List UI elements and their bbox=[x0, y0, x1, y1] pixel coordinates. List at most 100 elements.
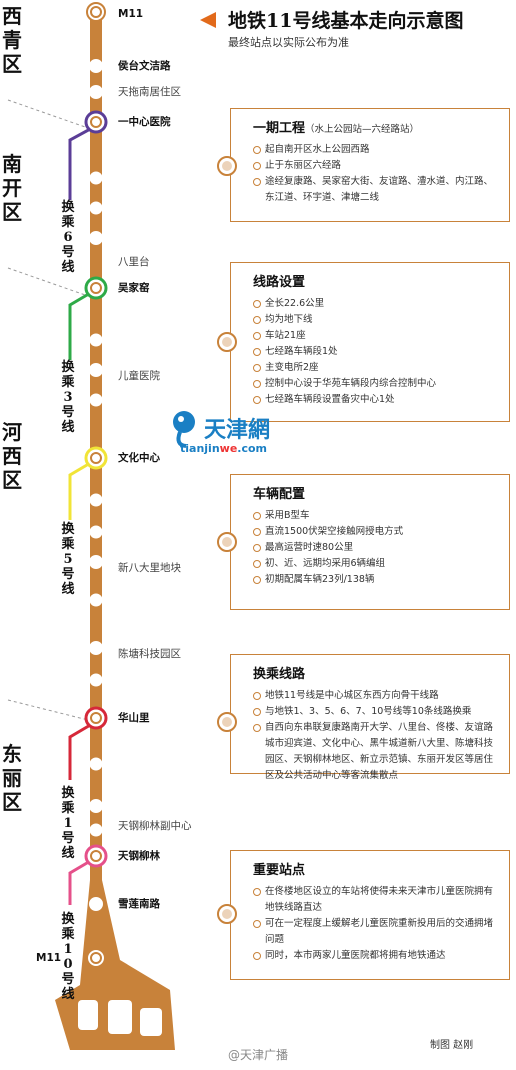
station-label: 华山里 bbox=[118, 712, 150, 724]
station-marker bbox=[89, 171, 103, 185]
station-label: 雪莲南路 bbox=[118, 898, 160, 910]
station-marker bbox=[89, 393, 103, 407]
depot-window bbox=[108, 1000, 132, 1034]
district-separator bbox=[7, 699, 89, 721]
transfer-label-line-1: 换乘1号线 bbox=[61, 786, 75, 861]
transfer-line-5 bbox=[68, 460, 93, 520]
station-label: 天钢柳林 bbox=[118, 850, 160, 862]
info-box-title: 车辆配置 bbox=[253, 487, 306, 502]
info-box-key-stations: 重要站点 在佟楼地区设立的车站将使得未来天津市儿童医院拥有地铁线路直达可在一定程… bbox=[230, 850, 510, 980]
info-box-item: 途经复康路、吴家窑大街、友谊路、澧水道、内江路、东江道、环宇道、津塘二线 bbox=[253, 174, 501, 206]
info-box-item: 可在一定程度上缓解老儿童医院重新投用后的交通拥堵问题 bbox=[253, 916, 501, 948]
info-box-title: 重要站点 bbox=[253, 863, 306, 878]
info-box-item: 自西向东串联复康路南开大学、八里台、佟楼、友谊路城市迎宾道、文化中心、黑牛城道新… bbox=[253, 720, 501, 784]
logo-text: 天津網 bbox=[204, 417, 271, 443]
transfer-line-6 bbox=[68, 126, 93, 200]
station-marker-inner bbox=[90, 282, 102, 294]
info-box-title: 换乘线路 bbox=[253, 667, 306, 682]
station-marker-inner bbox=[90, 452, 102, 464]
seahorse-logo-icon bbox=[173, 411, 195, 448]
info-box-title: 线路设置 bbox=[253, 275, 306, 290]
info-box-item: 与地铁1、3、5、6、7、10号线等10条线路换乘 bbox=[253, 704, 501, 720]
station-label: 陈塘科技园区 bbox=[118, 648, 181, 660]
transfer-label-line-6: 换乘6号线 bbox=[61, 200, 75, 275]
info-box-marker bbox=[217, 712, 237, 732]
info-box-list: 采用B型车直流1500伏架空接触网授电方式最高运营时速80公里初、近、远期均采用… bbox=[253, 508, 501, 588]
station-marker-inner bbox=[90, 952, 102, 964]
info-box-item: 初、近、远期均采用6辆编组 bbox=[253, 556, 501, 572]
transfer-line-3 bbox=[68, 290, 93, 360]
info-box-item: 同时，本市两家儿童医院都将拥有地铁通达 bbox=[253, 948, 501, 964]
info-box-item: 起自南开区水上公园西路 bbox=[253, 142, 501, 158]
watermark-text: @天津广播 bbox=[228, 1048, 289, 1062]
info-box-item: 止于东丽区六经路 bbox=[253, 158, 501, 174]
station-marker bbox=[89, 673, 103, 687]
station-label: M11 bbox=[118, 8, 144, 20]
district-label-nankai: 南开区 bbox=[2, 152, 22, 224]
station-marker bbox=[89, 555, 103, 569]
station-marker bbox=[89, 897, 103, 911]
district-separator bbox=[7, 99, 89, 129]
station-marker bbox=[89, 333, 103, 347]
info-box-item: 主变电所2座 bbox=[253, 360, 501, 376]
info-box-title: 一期工程（水上公园站—六经路站） bbox=[253, 121, 420, 136]
district-label-xiqing: 西青区 bbox=[2, 4, 22, 76]
station-marker bbox=[89, 641, 103, 655]
district-label-dongli: 东丽区 bbox=[2, 742, 22, 814]
station-label: M11 bbox=[36, 952, 62, 964]
diagram-title: 地铁11号线基本走向示意图 bbox=[228, 10, 464, 32]
info-box-item: 最高运营时速80公里 bbox=[253, 540, 501, 556]
station-marker bbox=[89, 799, 103, 813]
station-marker bbox=[89, 59, 103, 73]
station-marker bbox=[89, 823, 103, 837]
station-label: 文化中心 bbox=[118, 452, 160, 464]
district-label-hexi: 河西区 bbox=[2, 420, 22, 492]
info-box-transfer-lines: 换乘线路 地铁11号线是中心城区东西方向骨干线路与地铁1、3、5、6、7、10号… bbox=[230, 654, 510, 781]
station-marker bbox=[89, 85, 103, 99]
station-marker bbox=[89, 231, 103, 245]
info-box-item: 控制中心设于华苑车辆段内综合控制中心 bbox=[253, 376, 501, 392]
station-label: 一中心医院 bbox=[118, 116, 171, 128]
info-box-list: 起自南开区水上公园西路止于东丽区六经路途经复康路、吴家窑大街、友谊路、澧水道、内… bbox=[253, 142, 501, 206]
info-box-marker bbox=[217, 532, 237, 552]
transfer-label-line-10: 换乘10号线 bbox=[61, 912, 75, 1002]
info-box-item: 七经路车辆段设置备灾中心1处 bbox=[253, 392, 501, 408]
info-box-list: 地铁11号线是中心城区东西方向骨干线路与地铁1、3、5、6、7、10号线等10条… bbox=[253, 688, 501, 784]
info-box-item: 地铁11号线是中心城区东西方向骨干线路 bbox=[253, 688, 501, 704]
station-marker bbox=[89, 593, 103, 607]
station-marker bbox=[84, 706, 108, 730]
diagram-subtitle: 最终站点以实际公布为准 bbox=[228, 36, 349, 49]
info-box-marker bbox=[217, 156, 237, 176]
info-box-item: 均为地下线 bbox=[253, 312, 501, 328]
station-marker bbox=[89, 201, 103, 215]
station-label: 吴家窑 bbox=[118, 282, 150, 294]
station-marker-inner bbox=[90, 116, 102, 128]
transfer-line-1 bbox=[68, 722, 93, 780]
depot-window bbox=[140, 1008, 162, 1036]
station-marker bbox=[84, 446, 108, 470]
info-box-line-settings: 线路设置 全长22.6公里均为地下线车站21座七经路车辆段1处主变电所2座控制中… bbox=[230, 262, 510, 422]
station-label: 天钢柳林副中心 bbox=[118, 820, 192, 832]
info-box-list: 在佟楼地区设立的车站将使得未来天津市儿童医院拥有地铁线路直达可在一定程度上缓解老… bbox=[253, 884, 501, 964]
info-box-vehicles: 车辆配置 采用B型车直流1500伏架空接触网授电方式最高运营时速80公里初、近、… bbox=[230, 474, 510, 610]
station-label: 儿童医院 bbox=[118, 370, 160, 382]
station-label: 天拖南居住区 bbox=[118, 86, 181, 98]
station-marker-inner bbox=[90, 712, 102, 724]
info-box-list: 全长22.6公里均为地下线车站21座七经路车辆段1处主变电所2座控制中心设于华苑… bbox=[253, 296, 501, 408]
station-marker-inner bbox=[90, 850, 102, 862]
credit-text: 制图 赵刚 bbox=[430, 1040, 474, 1051]
info-box-item: 七经路车辆段1处 bbox=[253, 344, 501, 360]
station-marker-inner bbox=[90, 6, 102, 18]
transfer-label-line-5: 换乘5号线 bbox=[61, 522, 75, 597]
station-marker bbox=[84, 276, 108, 300]
station-marker bbox=[84, 110, 108, 134]
station-marker bbox=[89, 525, 103, 539]
info-box-marker bbox=[217, 332, 237, 352]
info-box-item: 全长22.6公里 bbox=[253, 296, 501, 312]
station-label: 侯台文洁路 bbox=[118, 60, 171, 72]
info-box-item: 车站21座 bbox=[253, 328, 501, 344]
depot-window bbox=[78, 1000, 98, 1030]
title-arrow-icon bbox=[200, 12, 216, 28]
station-label: 八里台 bbox=[118, 256, 150, 268]
